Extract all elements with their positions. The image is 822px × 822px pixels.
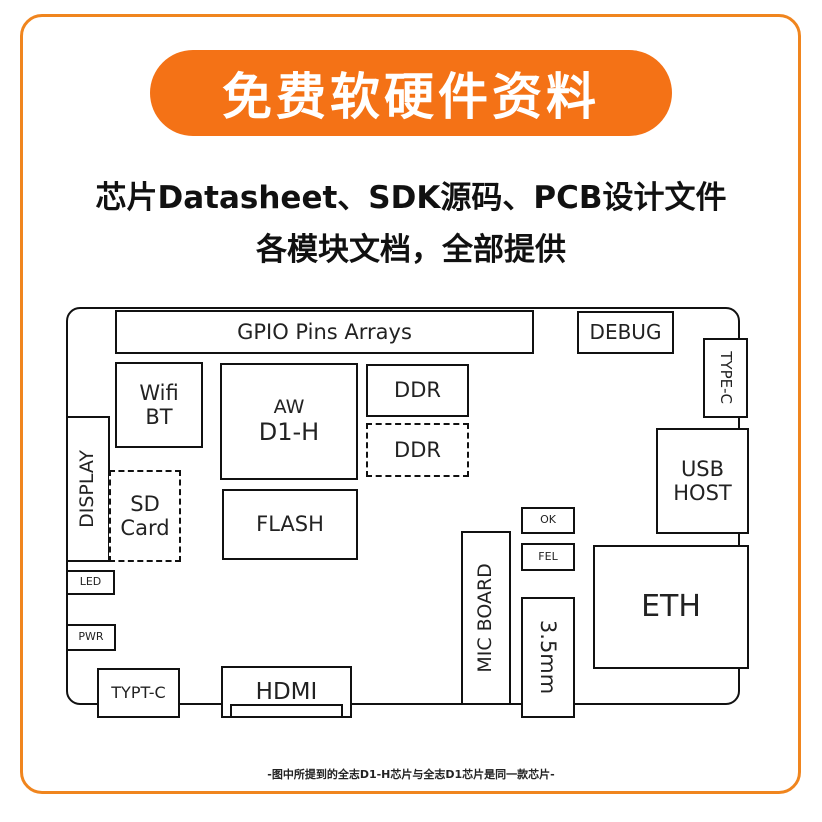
typec-right-label: TYPE-C [717, 351, 736, 405]
fel-button: FEL [521, 543, 575, 571]
ethernet-port: ETH [593, 545, 749, 669]
subtitle-line-2: 各模块文档，全部提供 [256, 232, 566, 268]
subtitle-line-1: 芯片Datasheet、SDK源码、PCB设计文件 [95, 180, 727, 216]
typec-port-right: TYPE-C [703, 338, 748, 418]
wifi-label: Wifi [139, 380, 179, 405]
hdmi-label: HDMI [255, 678, 318, 705]
flash-label: FLASH [256, 512, 324, 537]
ddr-chip-2: DDR [366, 423, 469, 477]
ok-button: OK [521, 507, 575, 534]
typec-port-bottom: TYPT-C [97, 668, 180, 718]
hdmi-slot [230, 704, 343, 718]
d1h-label: D1-H [258, 417, 320, 446]
flash-chip: FLASH [222, 489, 358, 560]
aw-label: AW [273, 395, 305, 418]
debug-label: DEBUG [589, 320, 662, 344]
ddr-chip-1: DDR [366, 364, 469, 417]
ddr2-label: DDR [394, 437, 441, 462]
audio-jack: 3.5mm [521, 597, 575, 718]
wifi-bt-module: Wifi BT [115, 362, 203, 448]
mic-label: MIC BOARD [474, 563, 497, 673]
pwr-indicator: PWR [66, 624, 116, 651]
soc-chip: AW D1-H [220, 363, 358, 480]
gpio-label: GPIO Pins Arrays [237, 319, 412, 344]
led-indicator: LED [66, 570, 115, 595]
audio-label: 3.5mm [536, 620, 561, 695]
led-label: LED [79, 575, 102, 589]
sd-card-slot: SD Card [109, 470, 181, 562]
usb-host-port: USB HOST [656, 428, 749, 534]
ddr1-label: DDR [394, 378, 441, 403]
debug-port: DEBUG [577, 311, 674, 354]
ok-label: OK [540, 513, 556, 527]
pwr-label: PWR [78, 630, 104, 644]
footnote: -图中所提到的全志D1-H芯片与全志D1芯片是同一款芯片- [267, 768, 555, 781]
eth-label: ETH [641, 588, 701, 624]
bt-label: BT [145, 405, 173, 429]
typt-label: TYPT-C [111, 682, 166, 702]
gpio-header: GPIO Pins Arrays [115, 310, 534, 354]
host-label: HOST [673, 481, 732, 505]
fel-label: FEL [538, 549, 558, 563]
sd-label: SD [130, 491, 160, 516]
card-label: Card [120, 516, 170, 540]
mic-board-connector: MIC BOARD [461, 531, 511, 705]
title-banner: 免费软硬件资料 [150, 50, 672, 136]
display-connector: DISPLAY [66, 416, 110, 562]
display-label: DISPLAY [76, 450, 99, 528]
usb-label: USB [680, 456, 725, 481]
